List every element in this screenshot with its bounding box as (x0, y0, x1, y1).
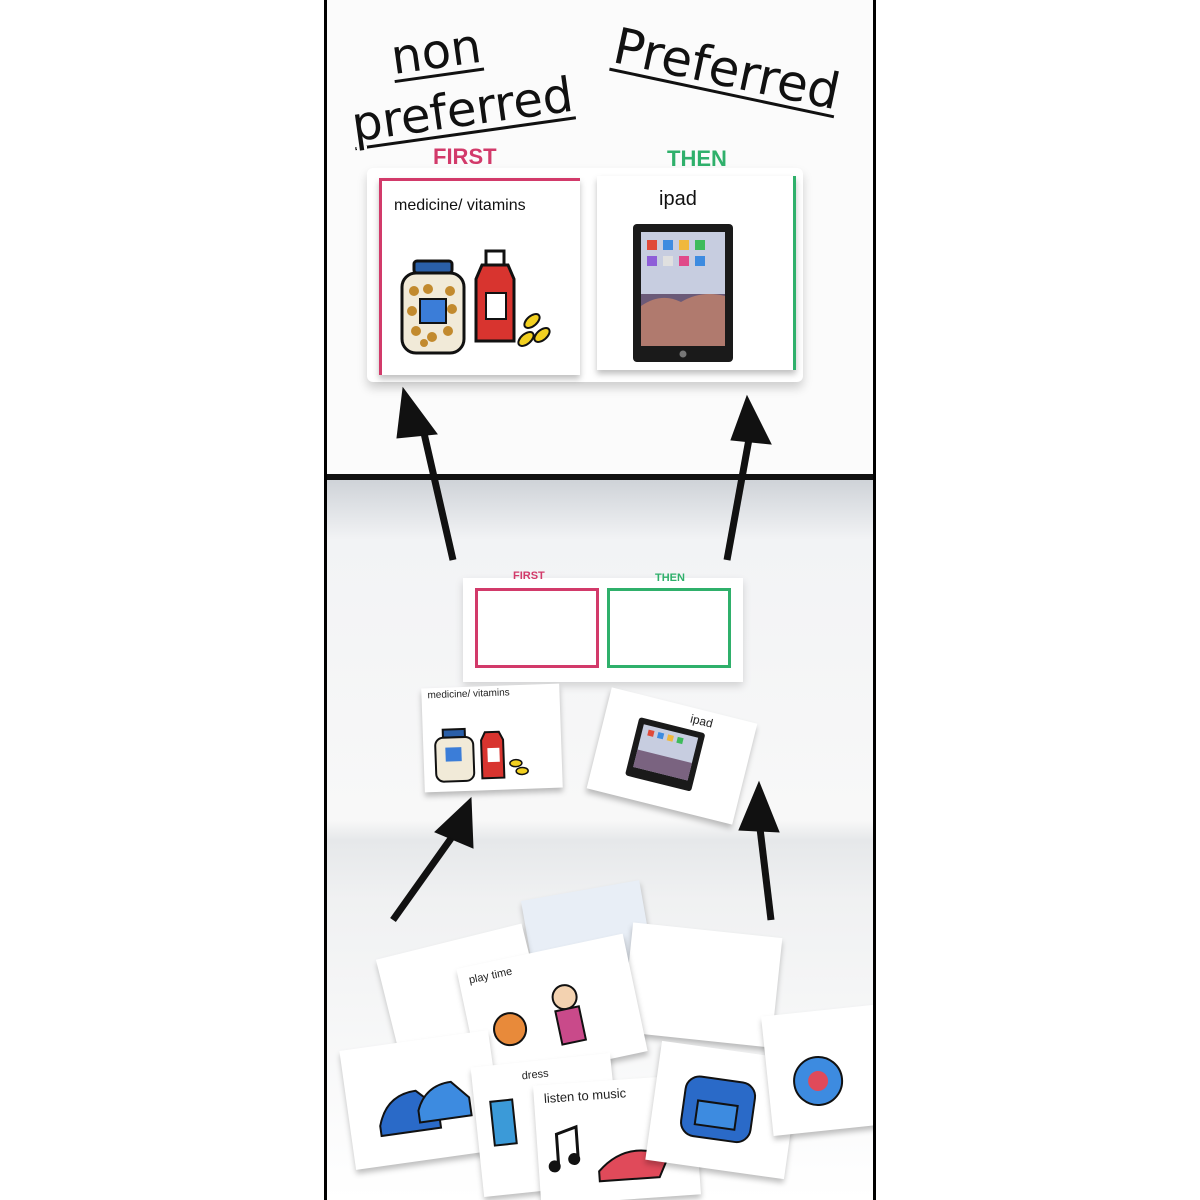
image-frame: non preferred Preferred FIRST THEN medic… (324, 0, 876, 1200)
then-slot (607, 588, 731, 668)
ipad-card-label: ipad (659, 188, 697, 210)
pile-card (761, 1004, 873, 1136)
arrow-up-right-icon (730, 394, 772, 445)
pile-card (339, 1030, 505, 1170)
arrow-up-left-icon (396, 386, 438, 439)
first-label-top: FIRST (433, 144, 497, 169)
panel-divider (327, 474, 873, 480)
play-icon (493, 984, 588, 1047)
arrows-overlay (390, 386, 780, 923)
bottom-panel: FIRST THEN medicine/ vitamins ipad (327, 480, 873, 1200)
card-pile: play time dress (327, 870, 873, 1200)
medicine-card-label: medicine/ vitamins (394, 197, 526, 214)
first-then-board-bottom: FIRST THEN (463, 570, 743, 682)
medicine-card-top: medicine/ vitamins (379, 178, 580, 375)
then-label-top: THEN (667, 146, 727, 171)
pile-card (645, 1040, 801, 1180)
medicine-icon-small (434, 727, 529, 783)
ball-icon (793, 1055, 844, 1106)
then-label-bottom: THEN (655, 572, 685, 584)
backpack-icon (680, 1075, 757, 1144)
top-panel: non preferred Preferred FIRST THEN medic… (327, 0, 873, 474)
pile-card: play time (456, 933, 648, 1087)
arrow-up-right-icon (738, 780, 780, 833)
ipad-icon-small (625, 717, 705, 792)
medicine-card-bottom: medicine/ vitamins (421, 683, 563, 793)
arrow-up-left-icon (434, 796, 474, 849)
ipad-icon (633, 224, 733, 362)
first-slot (475, 588, 599, 668)
medicine-icon (400, 249, 551, 355)
ipad-card-bottom: ipad (586, 687, 758, 825)
ipad-card-top: ipad (597, 176, 796, 370)
shoes-icon (379, 1080, 473, 1138)
first-label-bottom: FIRST (513, 570, 545, 582)
